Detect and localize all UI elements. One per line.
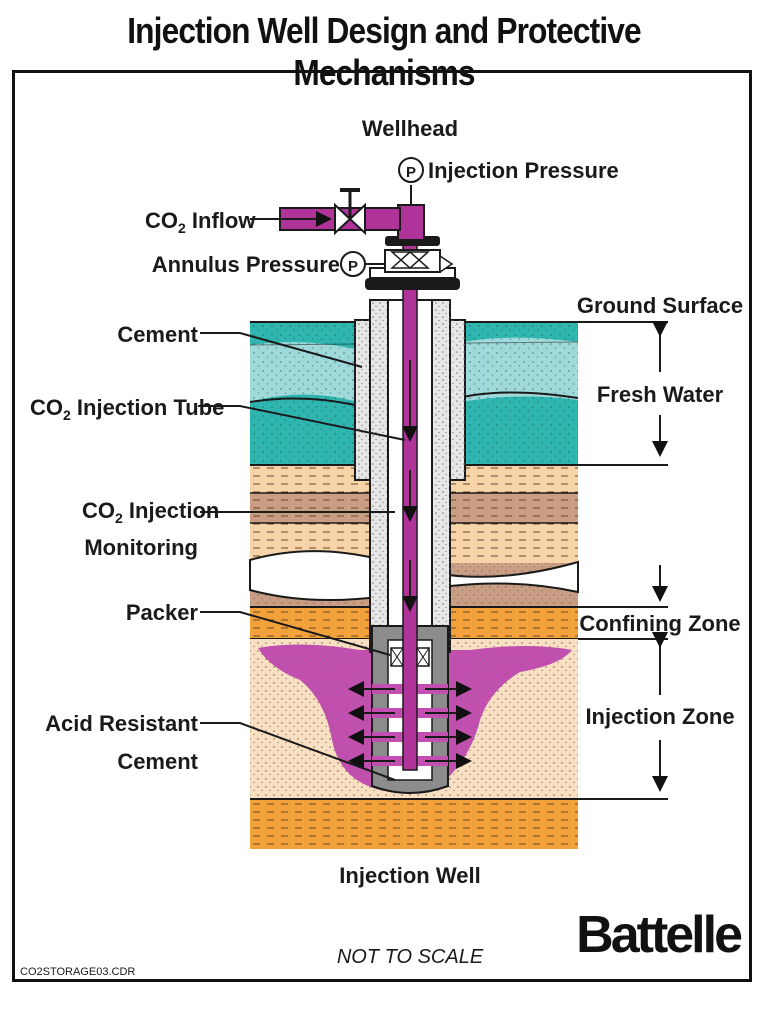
gauge-p-2: P bbox=[348, 258, 358, 275]
label-injection-pressure: Injection Pressure bbox=[428, 158, 619, 183]
gauge-p-1: P bbox=[406, 164, 416, 181]
label-file-name: CO2STORAGE03.CDR bbox=[20, 966, 135, 978]
battelle-logo: Battelle bbox=[576, 906, 742, 964]
label-wellhead: Wellhead bbox=[362, 116, 458, 141]
label-annulus-pressure: Annulus Pressure bbox=[152, 252, 340, 277]
label-injection-well: Injection Well bbox=[339, 863, 480, 888]
label-not-to-scale: NOT TO SCALE bbox=[337, 946, 484, 968]
label-injection-zone: Injection Zone bbox=[585, 704, 734, 729]
injection-arrows bbox=[348, 681, 472, 769]
inflow-valve-icon bbox=[334, 188, 366, 236]
label-co2-inflow: CO2 Inflow bbox=[145, 208, 256, 236]
label-acid-resistant: Acid Resistant bbox=[45, 711, 198, 736]
labels: Wellhead Injection Pressure P P CO2 Infl… bbox=[20, 116, 745, 978]
label-packer: Packer bbox=[126, 600, 199, 625]
label-monitoring: Monitoring bbox=[84, 535, 198, 560]
label-co2-injection-tube: CO2 Injection Tube bbox=[30, 395, 224, 423]
label-fresh-water: Fresh Water bbox=[597, 382, 724, 407]
label-co2-injection: CO2 Injection bbox=[82, 498, 219, 526]
packer bbox=[390, 647, 430, 667]
leader-lines bbox=[198, 332, 406, 781]
zone-brackets bbox=[578, 321, 668, 800]
diagram-frame bbox=[12, 70, 752, 982]
label-ground-surface: Ground Surface bbox=[577, 293, 743, 318]
label-confining-zone: Confining Zone bbox=[579, 611, 740, 636]
annulus-pressure-gauge-icon bbox=[340, 251, 366, 277]
label-acid-cement: Cement bbox=[117, 749, 198, 774]
injection-pressure-gauge-icon bbox=[398, 157, 424, 183]
wellhead bbox=[250, 157, 460, 290]
label-cement: Cement bbox=[117, 322, 198, 347]
